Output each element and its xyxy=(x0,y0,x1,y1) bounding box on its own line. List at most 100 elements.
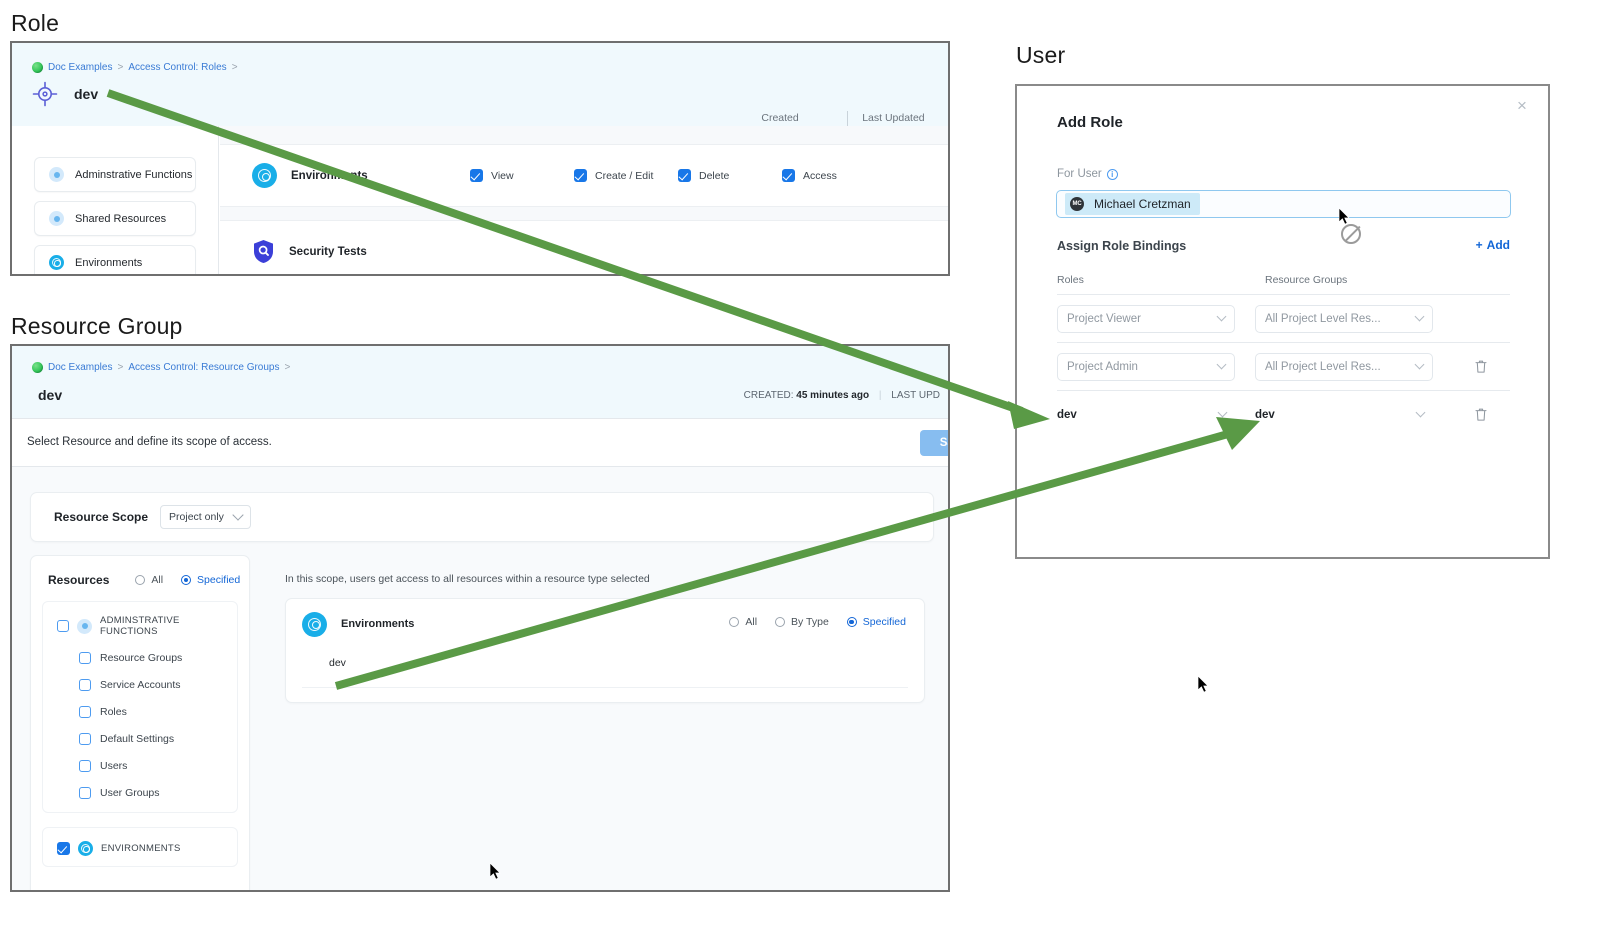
breadcrumb-project[interactable]: Doc Examples xyxy=(48,62,113,73)
resource-group-header-row[interactable]: ADMINSTRATIVE FUNCTIONS xyxy=(43,615,237,637)
resource-item-service-accounts[interactable]: Service Accounts xyxy=(43,679,237,691)
checkbox-unchecked-icon[interactable] xyxy=(79,706,91,718)
role-cell: Project Admin xyxy=(1057,352,1255,381)
environments-icon xyxy=(49,255,64,270)
dialog-title: Add Role xyxy=(1057,114,1123,131)
role-category-list: Adminstrative Functions Shared Resources… xyxy=(12,126,219,274)
radio-selected-icon xyxy=(181,575,192,585)
breadcrumb: Doc Examples > Access Control: Roles > xyxy=(32,62,238,73)
resource-item-label: Resource Groups xyxy=(100,652,183,664)
resource-scope-select[interactable]: Project only xyxy=(160,505,251,529)
permission-label: Create / Edit xyxy=(595,169,654,182)
chevron-down-icon xyxy=(232,509,244,521)
breadcrumb-section[interactable]: Access Control: Resource Groups xyxy=(128,362,280,373)
radio-resources-specified[interactable]: Specified xyxy=(181,574,240,586)
checkbox-unchecked-icon[interactable] xyxy=(79,679,91,691)
role-select[interactable]: Project Admin xyxy=(1057,352,1235,381)
resource-group-header: Doc Examples > Access Control: Resource … xyxy=(12,346,948,418)
resource-item-default-settings[interactable]: Default Settings xyxy=(43,733,237,745)
resource-item-resource-groups[interactable]: Resource Groups xyxy=(43,652,237,664)
role-category-label: Environments xyxy=(75,256,143,269)
permission-checkbox-group: View Create / Edit Delete Access xyxy=(470,169,948,182)
role-cell: Project Viewer xyxy=(1057,304,1255,333)
radio-resources-all[interactable]: All xyxy=(135,574,163,586)
save-button[interactable]: Sav xyxy=(920,430,948,456)
permissions-strip-top xyxy=(220,126,948,145)
checkbox-unchecked-icon[interactable] xyxy=(79,787,91,799)
permission-create-edit[interactable]: Create / Edit xyxy=(574,169,678,182)
delete-icon[interactable] xyxy=(1474,407,1488,422)
checkbox-unchecked-icon[interactable] xyxy=(79,733,91,745)
resource-group-value: dev xyxy=(1254,408,1275,421)
created-label: CREATED: xyxy=(743,390,794,401)
role-category-adminstrative-functions[interactable]: Adminstrative Functions xyxy=(34,157,196,192)
checkbox-checked-icon[interactable] xyxy=(678,169,691,182)
resource-group-cell: dev xyxy=(1255,401,1453,429)
permission-label: Delete xyxy=(699,169,730,182)
role-category-label: Shared Resources xyxy=(75,212,167,225)
environments-icon xyxy=(78,841,93,856)
role-category-environments[interactable]: Environments xyxy=(34,245,196,274)
checkbox-checked-icon[interactable] xyxy=(57,842,70,855)
resource-scope-value: Project only xyxy=(169,511,224,523)
role-category-shared-resources[interactable]: Shared Resources xyxy=(34,201,196,236)
radio-env-by-type[interactable]: By Type xyxy=(775,616,829,628)
chevron-down-icon xyxy=(1217,407,1228,418)
resource-item-users[interactable]: Users xyxy=(43,760,237,772)
delete-icon[interactable] xyxy=(1474,359,1488,374)
resource-item-user-groups[interactable]: User Groups xyxy=(43,787,237,799)
environments-selected-item[interactable]: dev xyxy=(329,657,346,669)
avatar: MC xyxy=(1070,197,1084,211)
permission-access[interactable]: Access xyxy=(782,169,886,182)
breadcrumb-separator-2: > xyxy=(231,62,238,73)
breadcrumb-separator: > xyxy=(117,62,124,73)
role-select[interactable]: dev xyxy=(1057,401,1235,429)
shield-search-icon xyxy=(252,239,275,264)
permission-row-name: Security Tests xyxy=(220,239,470,264)
permission-view[interactable]: View xyxy=(470,169,574,182)
crosshair-target-icon xyxy=(32,81,58,107)
resource-group-value: All Project Level Res... xyxy=(1264,360,1381,373)
checkbox-unchecked-icon[interactable] xyxy=(79,652,91,664)
radio-env-specified[interactable]: Specified xyxy=(846,616,906,628)
radio-label: All xyxy=(151,574,164,586)
checkbox-checked-icon[interactable] xyxy=(782,169,795,182)
resource-item-label: Default Settings xyxy=(100,733,175,745)
role-select[interactable]: Project Viewer xyxy=(1057,304,1235,333)
radio-selected-icon xyxy=(846,617,857,627)
resource-group-select[interactable]: All Project Level Res... xyxy=(1254,304,1433,333)
section-caption-user: User xyxy=(1016,42,1066,68)
checkbox-unchecked-icon[interactable] xyxy=(79,760,91,772)
permission-delete[interactable]: Delete xyxy=(678,169,782,182)
resource-group-header-row[interactable]: ENVIRONMENTS xyxy=(43,841,237,856)
resources-selector-card: Resources All Specified xyxy=(30,555,250,890)
info-icon[interactable]: i xyxy=(1106,168,1118,180)
column-header-resource-groups: Resource Groups xyxy=(1265,274,1348,286)
resource-group-select[interactable]: dev xyxy=(1255,401,1433,429)
breadcrumb-project[interactable]: Doc Examples xyxy=(48,362,113,373)
checkbox-unchecked-icon[interactable] xyxy=(57,620,69,632)
timestamp-divider: | xyxy=(878,390,882,401)
breadcrumb-section[interactable]: Access Control: Roles xyxy=(128,62,227,73)
for-user-label: For User xyxy=(1057,168,1102,180)
user-chip[interactable]: MC Michael Cretzman xyxy=(1065,193,1200,215)
resource-group-label: ADMINSTRATIVE FUNCTIONS xyxy=(100,615,180,637)
checkbox-checked-icon[interactable] xyxy=(574,169,587,182)
permission-row-label: Environments xyxy=(291,169,368,182)
resource-item-roles[interactable]: Roles xyxy=(43,706,237,718)
breadcrumb-separator: > xyxy=(117,362,124,373)
resource-group-value: All Project Level Res... xyxy=(1264,312,1381,325)
add-binding-button[interactable]: + Add xyxy=(1476,238,1510,252)
last-updated-label: Last Updated xyxy=(862,112,925,124)
mouse-cursor-resource-group xyxy=(490,863,501,880)
role-cell: dev xyxy=(1057,401,1255,429)
user-select-field[interactable]: MC Michael Cretzman xyxy=(1056,190,1511,218)
section-caption-resource-group: Resource Group xyxy=(11,313,183,339)
close-icon[interactable]: × xyxy=(1517,96,1527,115)
role-title-row: dev xyxy=(32,81,98,107)
radio-env-all[interactable]: All xyxy=(729,616,757,628)
resource-group-select[interactable]: All Project Level Res... xyxy=(1254,352,1433,381)
radio-label: Specified xyxy=(862,616,906,628)
checkbox-checked-icon[interactable] xyxy=(470,169,483,182)
